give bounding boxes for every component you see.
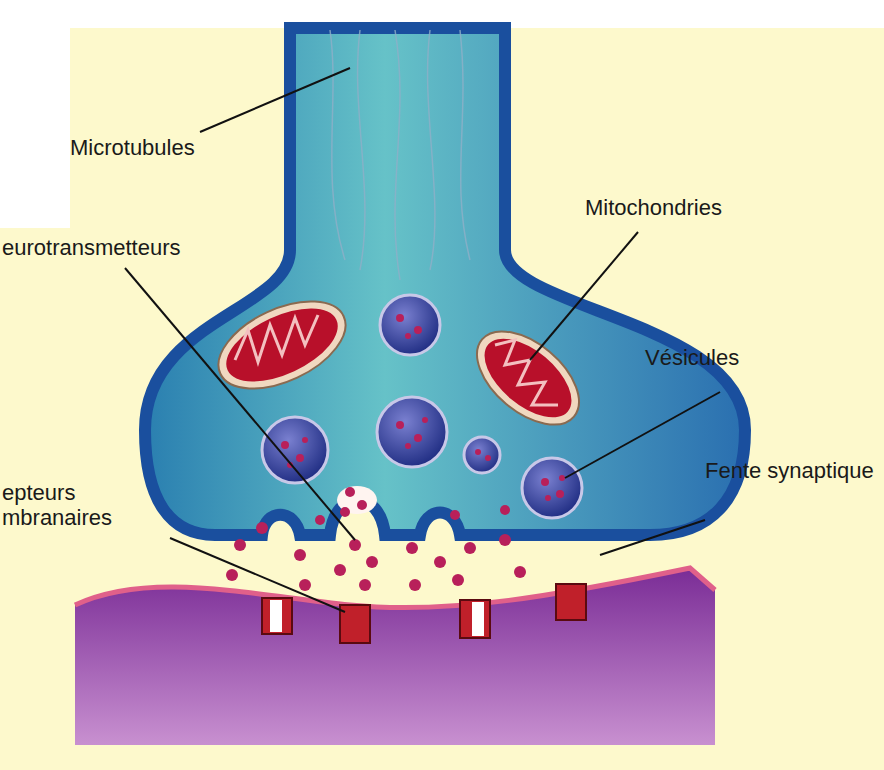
vesicles	[262, 295, 582, 518]
cleft-label: Fente synaptique	[705, 458, 875, 483]
postsynaptic-membrane	[75, 568, 715, 745]
microtubules-label: Microtubules	[70, 135, 195, 160]
white-band	[0, 28, 70, 228]
neurotransmitter-label: eurotransmetteurs	[2, 235, 181, 260]
vesicle-label: Vésicules	[645, 345, 739, 370]
neurotransmitters	[226, 314, 565, 591]
receptor-label: epteurs mbranaires	[2, 480, 152, 531]
microtubules	[330, 30, 470, 280]
mitochondria-label: Mitochondries	[585, 195, 722, 220]
membrane-line	[75, 568, 715, 608]
receptors	[262, 584, 586, 643]
presynaptic-terminal	[145, 28, 745, 535]
leader-lines	[125, 68, 720, 612]
